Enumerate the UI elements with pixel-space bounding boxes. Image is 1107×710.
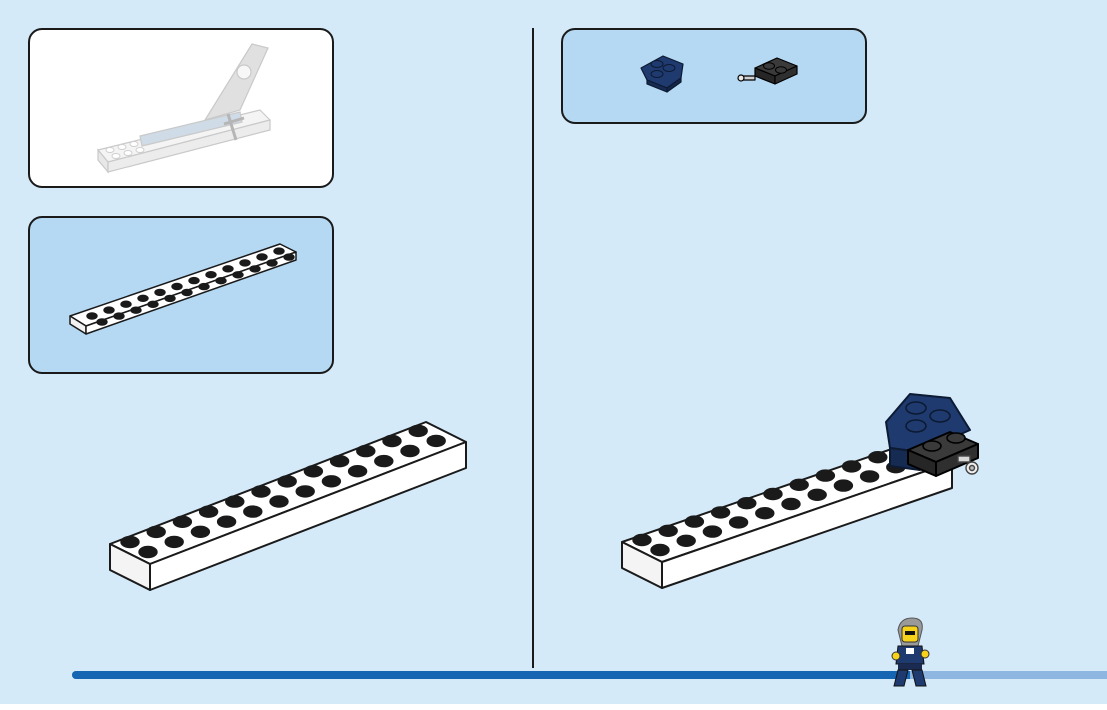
stud — [244, 506, 262, 517]
stud — [651, 545, 669, 556]
stud — [114, 313, 124, 319]
stud — [182, 290, 192, 296]
stud — [843, 461, 861, 472]
stud — [138, 295, 148, 301]
stud — [155, 289, 165, 295]
stud — [87, 313, 97, 319]
stud — [703, 526, 721, 537]
stud — [223, 266, 233, 272]
stud — [226, 496, 244, 507]
stud — [199, 284, 209, 290]
page-bottom-edge — [0, 704, 1107, 710]
stud — [97, 319, 107, 325]
stud — [250, 266, 260, 272]
stud — [685, 516, 703, 527]
stud — [278, 476, 296, 487]
stud — [216, 278, 226, 284]
stud — [252, 486, 270, 497]
stud — [172, 284, 182, 290]
black-1x2-plate-with-pin-icon — [733, 44, 803, 104]
stud — [173, 516, 191, 527]
stud — [274, 248, 284, 254]
stud — [240, 260, 250, 266]
stud — [139, 547, 157, 558]
stud — [257, 254, 267, 260]
stud — [218, 516, 236, 527]
parts-list-panel — [561, 28, 867, 124]
stud — [790, 479, 808, 490]
stud — [712, 507, 730, 518]
stud — [121, 301, 131, 307]
stud — [834, 480, 852, 491]
stud — [816, 470, 834, 481]
stud — [304, 466, 322, 477]
stud — [677, 535, 695, 546]
stud — [861, 471, 879, 482]
plate-with-wedge-and-pin-assembly-icon — [620, 390, 990, 600]
stud — [296, 486, 314, 497]
stud — [233, 272, 243, 278]
stud — [191, 526, 209, 537]
stud — [409, 425, 427, 436]
stud — [349, 466, 367, 477]
stud — [730, 517, 748, 528]
stud — [267, 260, 277, 266]
stud — [121, 537, 139, 548]
white-2x12-plate-assembly-icon — [108, 414, 468, 594]
stud — [104, 307, 114, 313]
stud — [659, 525, 677, 536]
finished-plane-preview-icon — [30, 30, 334, 188]
parts-list-panel — [28, 216, 334, 374]
stud — [165, 295, 175, 301]
progress-fill — [72, 671, 910, 679]
stud — [200, 506, 218, 517]
stud — [782, 499, 800, 510]
white-2x12-plate-icon — [30, 218, 334, 374]
stud — [633, 535, 651, 546]
preview-panel — [28, 28, 334, 188]
stud — [147, 526, 165, 537]
stud — [357, 446, 375, 457]
stud — [322, 476, 340, 487]
stud — [808, 489, 826, 500]
dark-blue-wedge-plate-icon — [633, 44, 693, 104]
stud — [270, 496, 288, 507]
stud — [331, 456, 349, 467]
stud — [427, 435, 445, 446]
stud — [401, 446, 419, 457]
police-minifigure-icon — [888, 616, 934, 688]
column-divider — [532, 28, 534, 668]
stud — [148, 301, 158, 307]
stud — [764, 489, 782, 500]
stud — [165, 536, 183, 547]
stud — [756, 508, 774, 519]
stud — [284, 254, 294, 260]
stud — [375, 456, 393, 467]
stud — [738, 498, 756, 509]
stud — [869, 452, 887, 463]
stud — [383, 436, 401, 447]
stud — [131, 307, 141, 313]
stud — [189, 278, 199, 284]
stud — [206, 272, 216, 278]
